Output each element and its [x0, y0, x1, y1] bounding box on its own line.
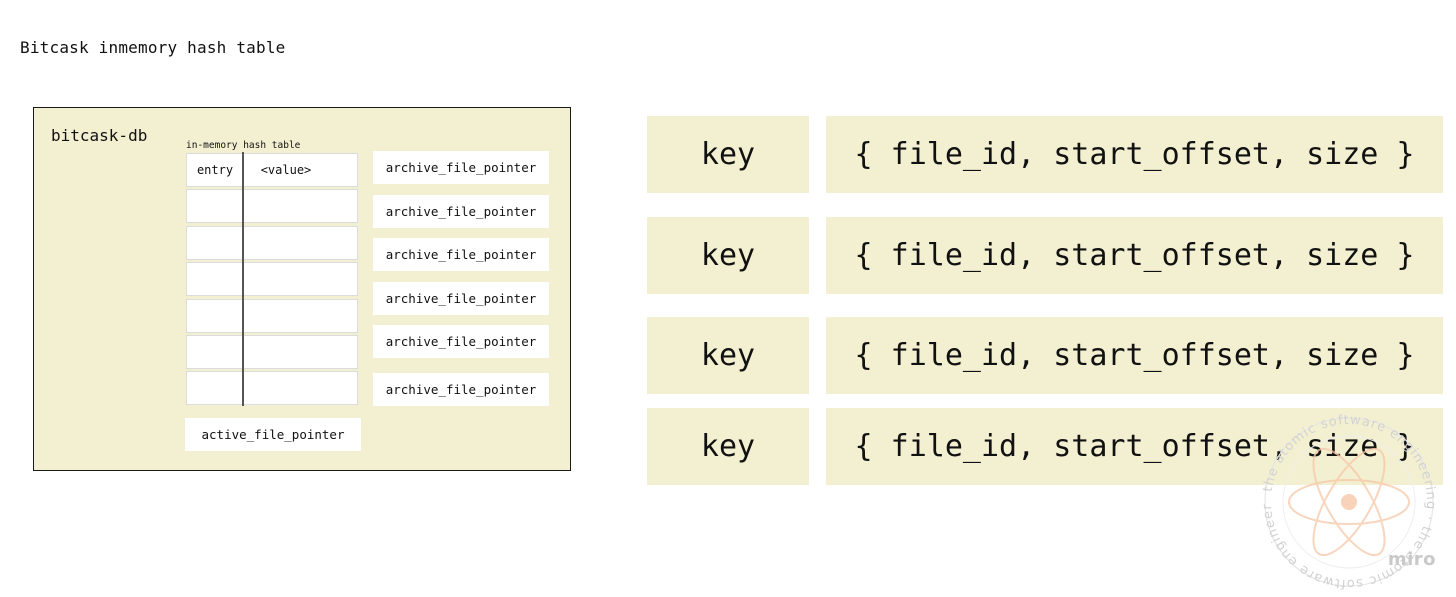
db-label: bitcask-db — [51, 126, 148, 145]
miro-brand-label: miro — [1387, 549, 1436, 570]
archive-file-pointer: archive_file_pointer — [373, 195, 549, 228]
hash-table-row — [186, 189, 358, 224]
archive-file-pointer: archive_file_pointer — [373, 151, 549, 184]
kv-key-cell: key — [647, 408, 809, 485]
kv-key-cell: key — [647, 217, 809, 294]
hash-table-row — [186, 371, 358, 406]
hash-column-divider — [242, 152, 244, 406]
kv-value-cell: { file_id, start_offset, size } — [826, 317, 1443, 394]
kv-value-cell: { file_id, start_offset, size } — [826, 217, 1443, 294]
archive-file-pointer: archive_file_pointer — [373, 238, 549, 271]
hash-table-row — [186, 298, 358, 333]
page-title: Bitcask inmemory hash table — [20, 38, 286, 57]
hash-header-entry: entry — [196, 163, 234, 177]
hash-table-row — [186, 334, 358, 369]
kv-key-cell: key — [647, 116, 809, 193]
kv-value-cell: { file_id, start_offset, size } — [826, 408, 1443, 485]
hash-table-header-row: entry <value> — [186, 153, 358, 187]
archive-file-pointer: archive_file_pointer — [373, 373, 549, 406]
hash-table-caption: in-memory hash table — [186, 140, 301, 151]
hash-table-row — [186, 225, 358, 260]
bitcask-db-box: bitcask-db in-memory hash table entry <v… — [33, 107, 571, 471]
archive-file-pointer: archive_file_pointer — [373, 282, 549, 315]
kv-value-cell: { file_id, start_offset, size } — [826, 116, 1443, 193]
hash-header-value: <value> — [260, 163, 312, 177]
hash-table: entry <value> — [186, 153, 358, 408]
kv-key-cell: key — [647, 317, 809, 394]
archive-file-pointer: archive_file_pointer — [373, 325, 549, 358]
hash-table-row — [186, 262, 358, 297]
active-file-pointer: active_file_pointer — [185, 418, 361, 451]
